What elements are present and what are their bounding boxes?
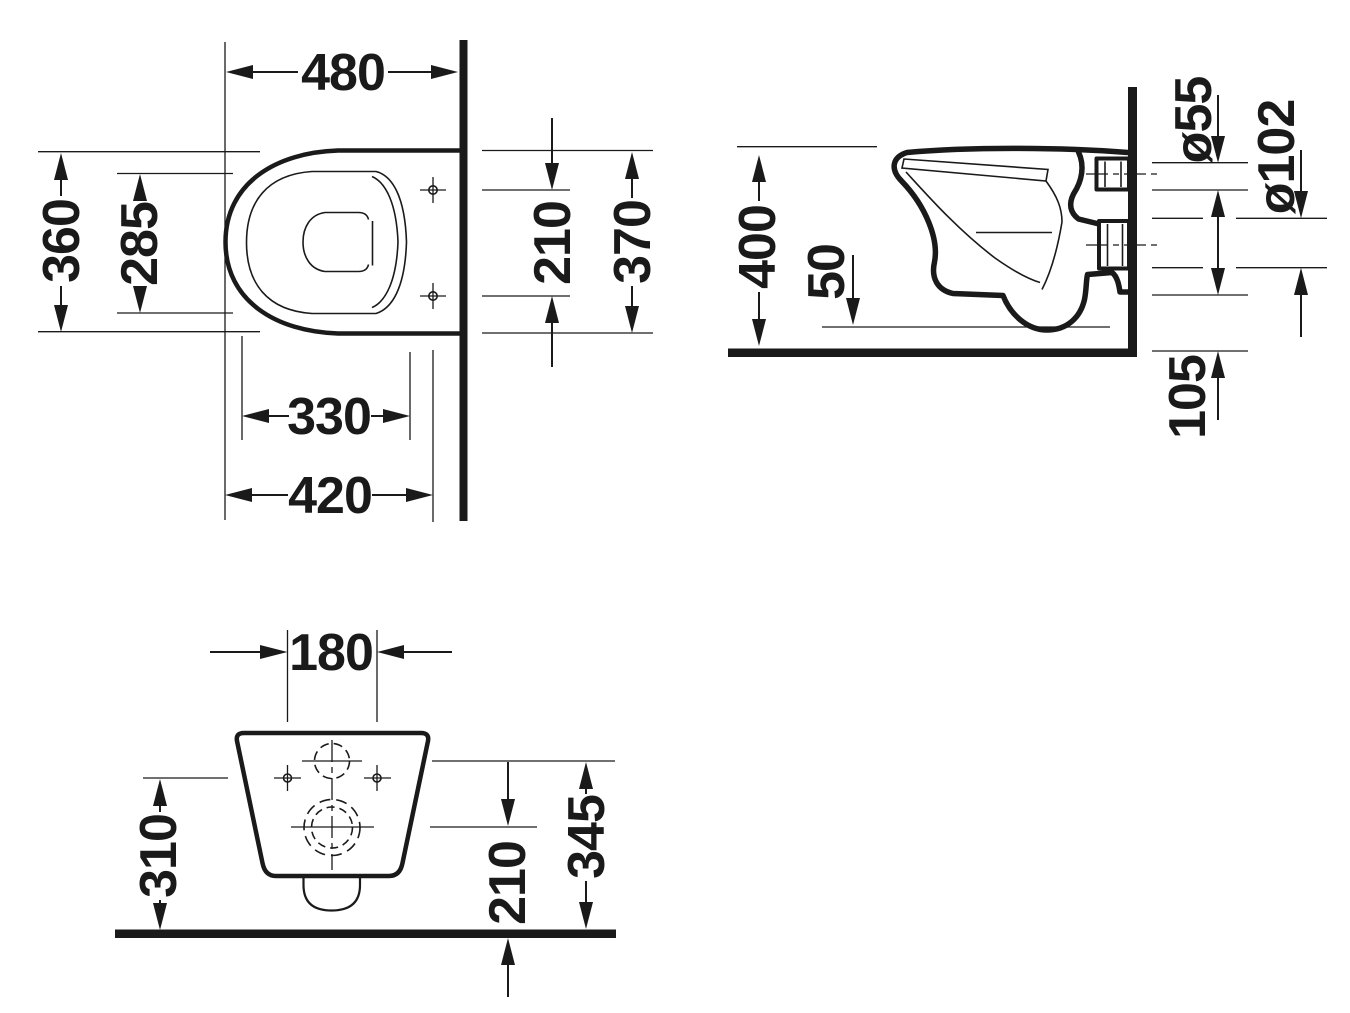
plan-dim-210-label: 210 — [524, 201, 582, 285]
arrowhead — [1294, 267, 1308, 295]
arrowhead — [242, 409, 269, 423]
mounting-hole — [420, 177, 446, 203]
side-dim-400-label: 400 — [729, 205, 787, 289]
outlet-circle-outer — [303, 798, 361, 857]
dimension-400: 400 — [729, 155, 787, 346]
mounting-hole — [420, 283, 446, 309]
arrowhead — [501, 938, 515, 965]
bowl-inner-line — [905, 171, 1041, 284]
arrowhead — [752, 319, 766, 346]
inlet-pipe — [1086, 156, 1157, 192]
rear-floor — [115, 929, 616, 938]
inlet-circle — [313, 742, 351, 780]
dimension-210-rear: 210 — [479, 762, 537, 997]
plan-dim-480-label: 480 — [301, 44, 385, 102]
arrowhead — [260, 645, 288, 659]
plan-dim-360-label: 360 — [33, 199, 91, 283]
arrowhead — [846, 298, 860, 325]
dimension-345: 345 — [558, 762, 616, 929]
side-dim-102-label: ø102 — [1248, 100, 1306, 215]
arrowhead — [133, 174, 147, 201]
bowl-back-contour — [1067, 149, 1100, 227]
dimension-285: 285 — [111, 174, 169, 313]
arrowhead — [579, 762, 593, 789]
seat-ring — [245, 170, 408, 315]
rear-dim-310-label: 310 — [130, 814, 188, 898]
arrowhead — [225, 488, 252, 502]
outlet-circle-inner — [310, 806, 354, 849]
dimension-180: 180 — [210, 624, 452, 682]
arrowhead — [579, 902, 593, 929]
rear-dim-345-label: 345 — [558, 795, 616, 879]
arrowhead — [625, 152, 639, 179]
mounting-hole — [274, 765, 301, 791]
plan-dim-370-label: 370 — [604, 200, 662, 284]
side-dim-55-label: ø55 — [1165, 77, 1223, 164]
plan-wall — [459, 40, 468, 521]
dimension-330: 330 — [242, 388, 410, 446]
trap-line — [1045, 180, 1063, 223]
seat-ring-inner-edge — [371, 175, 399, 309]
dimension-360: 360 — [33, 153, 91, 332]
arrowhead — [752, 155, 766, 182]
side-floor — [728, 348, 1137, 357]
arrowhead — [1294, 191, 1308, 219]
plan-dim-420-label: 420 — [288, 467, 372, 525]
dimension-50: 50 — [798, 244, 860, 325]
plan-dim-285-label: 285 — [111, 202, 169, 286]
arrowhead — [54, 153, 68, 180]
arrowhead — [1211, 351, 1225, 378]
arrowhead — [1211, 136, 1225, 163]
dimension-480: 480 — [226, 44, 458, 102]
trap-line — [1041, 221, 1063, 290]
arrowhead — [383, 409, 410, 423]
arrowhead — [226, 65, 253, 79]
dimension-d102: ø102 — [1248, 100, 1308, 337]
rear-dim-180-label: 180 — [289, 624, 373, 682]
arrowhead — [1211, 268, 1225, 295]
trap-bulge — [302, 874, 362, 912]
arrowhead — [54, 305, 68, 332]
dimension-310: 310 — [130, 779, 188, 930]
arrowhead — [377, 645, 404, 659]
arrowhead — [501, 799, 515, 826]
rear-body — [234, 730, 431, 879]
arrowhead — [431, 65, 458, 79]
bowl-outline — [223, 148, 462, 336]
arrowhead — [625, 306, 639, 333]
dimension-420: 420 — [225, 467, 433, 525]
dimension-d55: ø55 — [1165, 77, 1225, 295]
arrowhead — [1211, 190, 1225, 217]
rear-dim-210-label: 210 — [479, 841, 537, 925]
rear-view: 180 310 210 345 — [115, 624, 616, 997]
plan-dim-330-label: 330 — [287, 388, 371, 446]
bowl-profile — [891, 145, 1131, 333]
arrowhead — [406, 488, 433, 502]
arrowhead — [545, 296, 559, 323]
side-dim-105-label: 105 — [1159, 355, 1217, 439]
side-dim-50-label: 50 — [798, 244, 856, 300]
dimension-105: 105 — [1159, 351, 1225, 439]
side-wall — [1128, 87, 1137, 356]
seat-section — [901, 158, 1049, 182]
arrowhead — [153, 903, 167, 930]
water-opening — [302, 211, 370, 273]
arrowhead — [133, 286, 147, 313]
outlet-pipe — [1086, 219, 1157, 271]
arrowhead — [545, 163, 559, 190]
side-view: 400 50 ø55 ø102 105 — [728, 77, 1327, 439]
mounting-hole — [364, 765, 391, 791]
dimension-210: 210 — [524, 118, 582, 367]
dimension-370: 370 — [604, 152, 662, 333]
arrowhead — [153, 779, 167, 806]
plan-view: 480 360 285 210 37 — [33, 40, 662, 525]
